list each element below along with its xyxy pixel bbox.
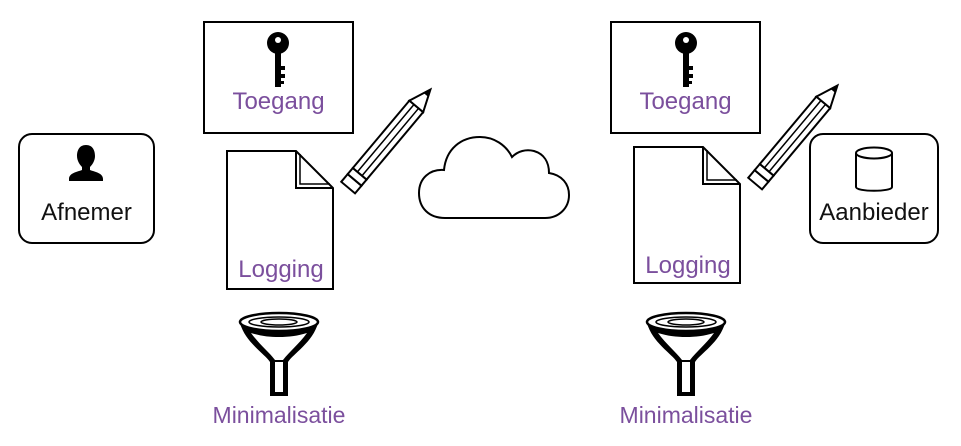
left-minimization-label: Minimalisatie	[212, 402, 346, 428]
aanbieder-box: Aanbieder	[809, 133, 939, 244]
cloud-icon	[417, 135, 571, 219]
database-icon	[855, 146, 893, 192]
aanbieder-label: Aanbieder	[819, 199, 929, 226]
left-access-label: Toegang	[232, 88, 325, 115]
left-funnel-icon	[238, 311, 320, 396]
left-logging-label: Logging	[238, 256, 324, 283]
right-access-label: Toegang	[639, 88, 732, 115]
afnemer-label: Afnemer	[41, 199, 132, 226]
right-funnel-icon	[645, 311, 727, 396]
right-document-pencil-icon	[633, 83, 840, 284]
right-logging-label: Logging	[645, 252, 731, 279]
left-access-box: Toegang	[203, 21, 354, 134]
right-minimization-label: Minimalisatie	[619, 402, 753, 428]
afnemer-box: Afnemer	[18, 133, 155, 244]
key-icon	[675, 32, 697, 87]
right-access-box: Toegang	[610, 21, 761, 134]
key-icon	[267, 32, 289, 87]
left-document-pencil-icon	[226, 87, 433, 290]
person-icon	[69, 145, 103, 181]
